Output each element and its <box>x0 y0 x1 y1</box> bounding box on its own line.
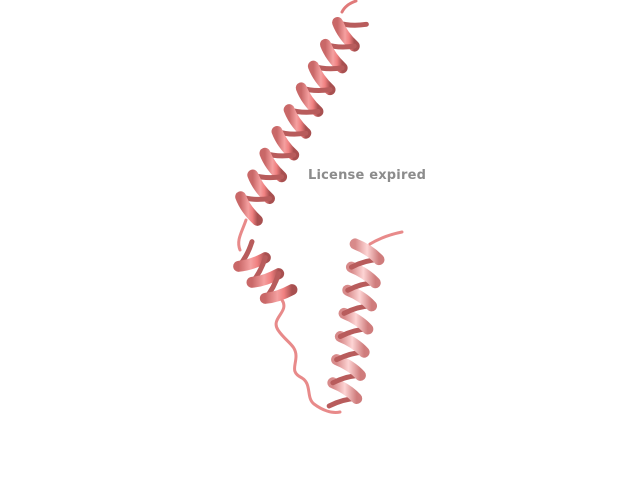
helix-front-ribbon <box>334 331 370 358</box>
alpha-helix-3 <box>326 238 385 409</box>
alpha-helix-1 <box>235 17 369 226</box>
helix-front-ribbon <box>345 261 381 289</box>
helix-front-ribbon <box>331 354 366 381</box>
loop-2 <box>274 298 342 414</box>
helix-front-ribbon <box>327 377 363 404</box>
n-terminal-tail <box>340 0 358 14</box>
helix-front-ribbon <box>342 284 378 312</box>
helix-front-ribbon <box>235 191 263 226</box>
helix-front-ribbon <box>259 284 298 304</box>
license-watermark: License expired <box>308 168 427 183</box>
alpha-helix-2 <box>233 239 298 304</box>
c-terminal-tail <box>368 230 404 246</box>
helix-front-ribbon <box>338 307 374 335</box>
loop-1 <box>237 218 248 252</box>
helix-front-ribbon <box>349 238 385 266</box>
